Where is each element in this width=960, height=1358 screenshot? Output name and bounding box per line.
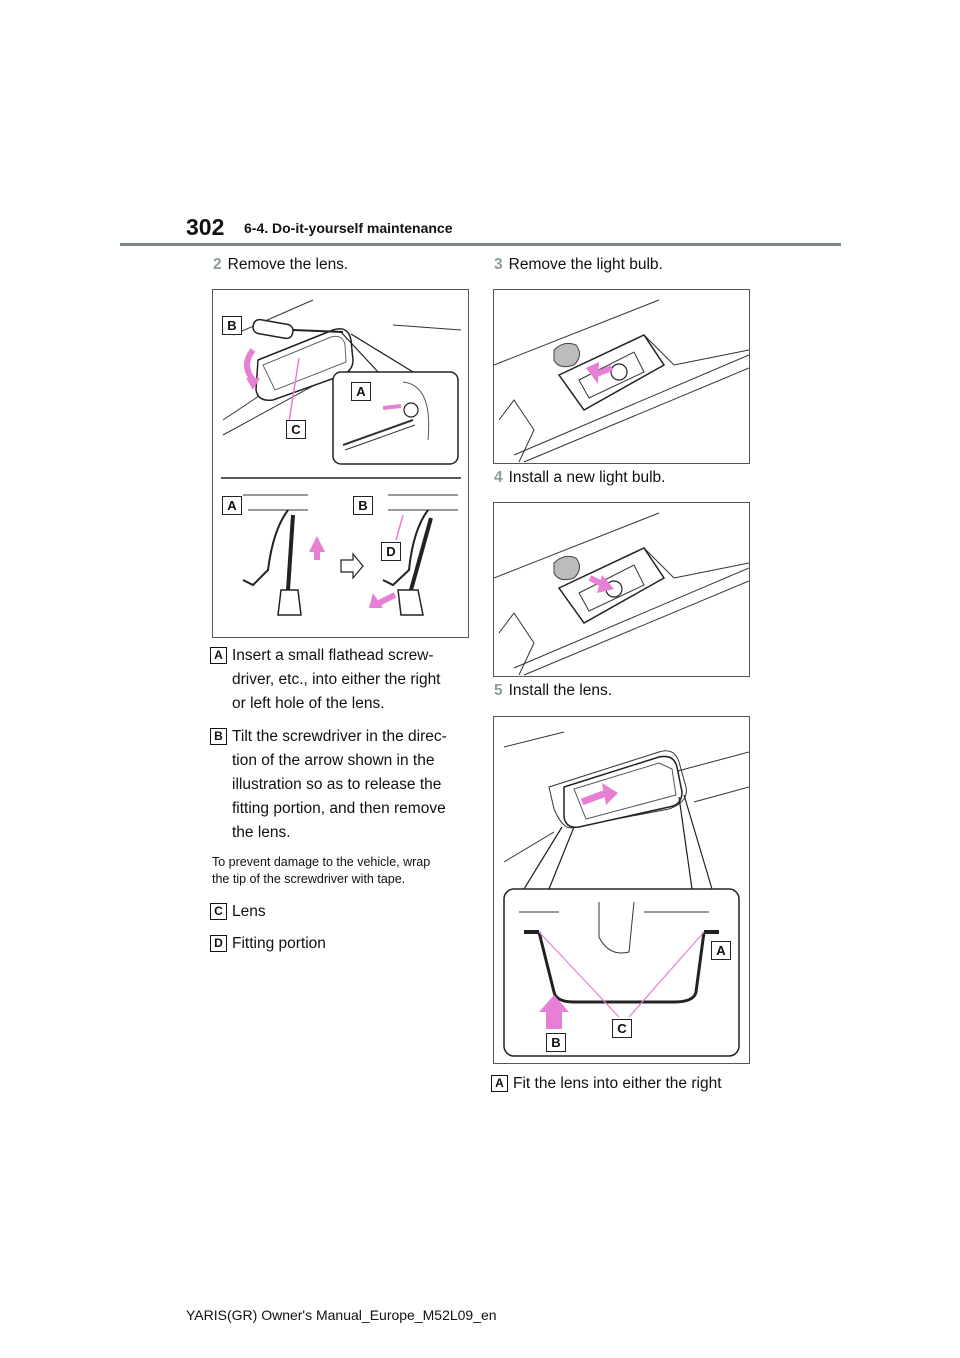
section-title: 6-4. Do-it-yourself maintenance [244,220,453,236]
fig4-label-c: C [612,1019,632,1038]
item-a-line-2: driver, etc., into either the right [232,671,441,688]
step-4: 4 Install a new light bulb. [494,469,665,487]
fig1-label-a-inset: A [351,382,371,401]
fig4-label-a: A [711,941,731,960]
item-b-line-5: the lens. [232,824,291,841]
fig1-label-a: A [222,496,242,515]
fig1-label-d: D [381,542,401,561]
step-number: 5 [494,682,503,699]
install-lens-illustration [503,731,750,1057]
step-text: Remove the light bulb. [508,256,663,273]
step-text: Install the lens. [508,682,613,699]
figure-install-lens: A B C [493,716,750,1064]
item-b-line-4: fitting portion, and then remove [232,800,446,817]
step-3: 3 Remove the light bulb. [494,256,663,274]
step-text: Remove the lens. [227,256,349,273]
tag-d: D [210,935,227,952]
remove-bulb-illustration [493,299,750,463]
page-number: 302 [186,214,225,240]
item-d-text: Fitting portion [232,935,326,952]
item-a-fit-lens: A Fit the lens into either the right [491,1072,761,1096]
fig1-label-c: C [286,420,306,439]
item-c-lens: C Lens [210,900,470,924]
item-b-line-2: tion of the arrow shown in the [232,752,435,769]
item-c-text: Lens [232,903,266,920]
item-b-line-3: illustration so as to release the [232,776,442,793]
step-5: 5 Install the lens. [494,682,612,700]
item-a-line-3: or left hole of the lens. [232,695,385,712]
tag-a: A [491,1075,508,1092]
install-bulb-illustration [493,512,750,676]
item-a-fit-text: Fit the lens into either the right [513,1075,722,1092]
remove-lens-illustration [221,299,462,616]
footer-manual-id: YARIS(GR) Owner's Manual_Europe_M52L09_e… [186,1307,497,1323]
figure-install-bulb [493,502,750,677]
step-text: Install a new light bulb. [508,469,666,486]
tag-c: C [210,903,227,920]
figure-remove-lens: B A C A B D [212,289,469,638]
item-a-line-1: Insert a small flathead screw- [232,647,434,664]
step-number: 3 [494,256,503,273]
tag-a: A [210,647,227,664]
item-a-insert: A Insert a small flathead screw- driver,… [210,644,470,716]
item-b-tilt: B Tilt the screwdriver in the direc- tio… [210,725,470,845]
fig4-label-b: B [546,1033,566,1052]
caution-note: To prevent damage to the vehicle, wrap t… [212,854,472,888]
note-line-2: the tip of the screwdriver with tape. [212,872,406,886]
step-2: 2 Remove the lens. [213,256,348,274]
header-rule [120,243,841,246]
figure-remove-bulb [493,289,750,464]
fig1-label-b: B [222,316,242,335]
item-b-line-1: Tilt the screwdriver in the direc- [232,728,447,745]
step-number: 4 [494,469,503,486]
tag-b: B [210,728,227,745]
fig1-label-b-bottom: B [353,496,373,515]
step-number: 2 [213,256,222,273]
note-line-1: To prevent damage to the vehicle, wrap [212,855,431,869]
item-d-fitting: D Fitting portion [210,932,470,956]
